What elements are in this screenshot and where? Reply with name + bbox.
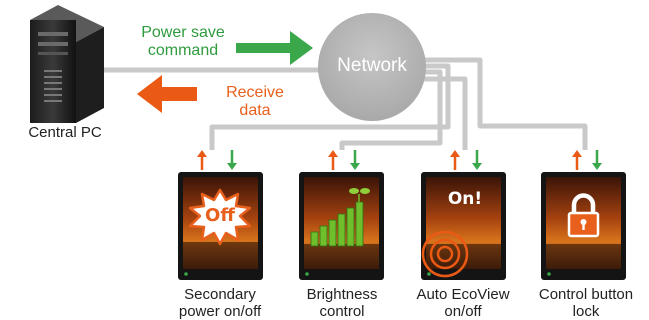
down-arrow-icon (227, 150, 237, 170)
brightness-bars-sprout-icon (310, 188, 370, 247)
monitor-2-caption: Brightness control (282, 286, 402, 320)
up-arrow-icon (328, 150, 338, 170)
caption-line-2: power on/off (178, 302, 262, 320)
power-save-line-2: command (147, 41, 219, 59)
caption-line-2: on/off (444, 302, 482, 320)
cable-monitor-4 (418, 57, 588, 150)
monitor-signal-arrows (197, 150, 602, 170)
down-arrow-icon (472, 150, 482, 170)
concentric-circles-sensor-icon (421, 230, 469, 278)
down-arrow-icon (592, 150, 602, 170)
receive-line-2: data (239, 101, 271, 119)
network-label: Network (337, 55, 407, 76)
power-save-arrow-icon (236, 31, 313, 65)
monitor-4-caption: Control button lock (526, 286, 646, 320)
caption-line-2: lock (572, 302, 600, 320)
receive-line-1: Receive (226, 84, 284, 101)
caption-line-1: Brightness (306, 286, 378, 303)
caption-line-2: control (319, 302, 365, 320)
cable-monitor-1 (209, 63, 451, 150)
burst-off-icon (188, 188, 252, 246)
monitor-3-caption: Auto EcoView on/off (398, 286, 528, 320)
off-screen-text: Off (205, 205, 235, 226)
desktop-tower-icon (30, 5, 104, 123)
down-arrow-icon (350, 150, 360, 170)
padlock-icon (567, 193, 600, 238)
up-arrow-icon (572, 150, 582, 170)
caption-line-1: Secondary (184, 286, 256, 303)
caption-line-1: Control button (538, 286, 634, 303)
up-arrow-icon (197, 150, 207, 170)
monitor-3 (421, 172, 506, 280)
cable-monitor-3 (415, 76, 468, 150)
on-screen-text: On! (447, 189, 483, 209)
monitor-2 (299, 172, 384, 280)
central-pc-label: Central PC (28, 124, 102, 141)
monitor-1 (178, 172, 263, 280)
power-save-command-label: Power save command (118, 24, 248, 59)
cable-monitor-2 (339, 69, 443, 150)
network-circle (318, 13, 426, 121)
receive-data-label: Receive data (215, 84, 295, 119)
caption-line-1: Auto EcoView (416, 286, 510, 303)
network-cables (102, 57, 588, 150)
monitor-1-caption: Secondary power on/off (160, 286, 280, 320)
up-arrow-icon (450, 150, 460, 170)
receive-data-arrow-icon (137, 75, 197, 113)
power-save-line-1: Power save (141, 24, 225, 41)
monitor-4 (541, 172, 626, 280)
